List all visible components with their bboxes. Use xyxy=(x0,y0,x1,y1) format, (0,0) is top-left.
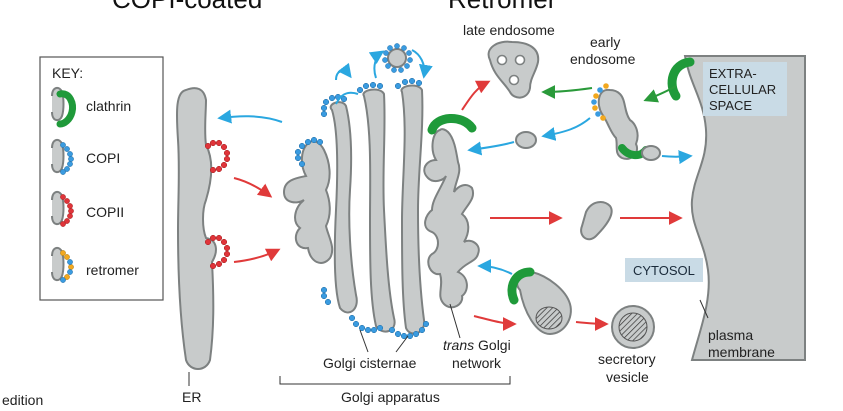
golgi-cisterna-2 xyxy=(362,88,396,333)
early-endosome-retromer-coat xyxy=(591,83,609,121)
arrow-er-to-golgi-lower xyxy=(233,248,281,263)
arrow-tgn-to-secretory-granule xyxy=(473,315,517,331)
arrow-plasma-membrane-to-early-endosome xyxy=(643,85,677,103)
trans-golgi-label-1: trans Golgi xyxy=(443,337,511,353)
er-label: ER xyxy=(182,389,201,405)
arrow-copi-cycle-left xyxy=(368,50,385,79)
key-retromer-label: retromer xyxy=(86,262,139,278)
golgi-apparatus-label: Golgi apparatus xyxy=(341,389,440,405)
extracellular-label-1: EXTRA- xyxy=(709,66,757,81)
plasma-membrane-label-2: membrane xyxy=(708,344,775,360)
arrow-early-endosome-to-retromer-vesicle xyxy=(541,117,591,141)
arrow-early-to-late-endosome xyxy=(541,84,593,99)
cytosol-label: CYTOSOL xyxy=(633,263,695,278)
er-copii-coat-lower xyxy=(204,234,231,270)
key-copii-label: COPII xyxy=(86,204,124,220)
trans-golgi-network xyxy=(423,128,480,309)
header-right-title: Retromer xyxy=(448,0,557,14)
key-copi-icon xyxy=(51,138,74,175)
extracellular-label-box xyxy=(703,62,787,116)
key-legend: KEY: clathrin COPI COPII xyxy=(39,56,164,301)
arrow-retromer-vesicle-to-tgn xyxy=(467,141,515,156)
arrow-granule-recycling-to-tgn xyxy=(477,259,513,275)
arrow-er-to-golgi-upper xyxy=(233,177,273,198)
arrow-golgi-to-er xyxy=(217,109,283,124)
arrow-copi-small-left xyxy=(335,62,352,81)
trans-golgi-italic: trans xyxy=(443,337,474,353)
plasma-membrane-clathrin-coat xyxy=(667,57,695,101)
header-left-title: COPI-coated xyxy=(112,0,262,14)
key-retromer-icon xyxy=(51,246,74,283)
trans-golgi-rest: Golgi xyxy=(474,337,511,353)
golgi-apparatus-bracket xyxy=(279,376,511,385)
trans-golgi-label-2: network xyxy=(452,355,502,371)
late-endosome xyxy=(487,40,540,99)
constitutive-secretory-vesicle xyxy=(580,201,613,241)
golgi-bottom-copi-coats xyxy=(320,286,430,340)
golgi-top-copi-coats xyxy=(320,77,423,118)
extracellular-label-3: SPACE xyxy=(709,98,752,113)
er-copii-coat-upper xyxy=(204,139,231,174)
arrow-copi-cycle-right xyxy=(411,49,433,79)
cytosol-label-box xyxy=(625,258,703,282)
key-title: KEY: xyxy=(52,65,83,81)
early-endosome-label-1: early xyxy=(590,34,620,50)
secretory-vesicle-label-2: vesicle xyxy=(606,369,649,385)
secretory-granule-clathrin-coat xyxy=(507,267,535,305)
late-endosome-label: late endosome xyxy=(463,22,555,38)
key-copi-label: COPI xyxy=(86,150,120,166)
tgn-clathrin-coat xyxy=(427,114,477,135)
early-endosome-label-2: endosome xyxy=(570,51,636,67)
arrow-copi-small-left-2 xyxy=(335,91,359,105)
arrow-tgn-to-late-endosome xyxy=(461,80,491,111)
key-clathrin-label: clathrin xyxy=(86,98,131,114)
secretory-vesicle-label-1: secretory xyxy=(598,351,656,367)
arrow-recycling-to-plasma-membrane xyxy=(661,150,693,165)
key-clathrin-icon xyxy=(51,86,76,128)
plasma-membrane-label-1: plasma xyxy=(708,327,753,343)
endoplasmic-reticulum xyxy=(176,87,217,370)
secretory-vesicle xyxy=(611,305,655,349)
transport-vesicle-retromer xyxy=(515,131,537,149)
golgi-cisternae-label: Golgi cisternae xyxy=(323,355,417,371)
arrow-granule-to-secretory-vesicle xyxy=(575,316,609,331)
copi-vesicle-top xyxy=(382,43,413,73)
golgi-cis-copi-coat xyxy=(294,136,324,168)
edition-label: edition xyxy=(2,392,43,408)
secretory-granule-forming xyxy=(516,270,572,336)
extracellular-label-2: CELLULAR xyxy=(709,82,776,97)
golgi-cisterna-1 xyxy=(329,101,358,314)
golgi-cis-network xyxy=(282,140,334,264)
key-copii-icon xyxy=(51,190,74,227)
golgi-cisterna-3 xyxy=(400,84,426,335)
early-endosome-vesicle xyxy=(641,145,661,161)
